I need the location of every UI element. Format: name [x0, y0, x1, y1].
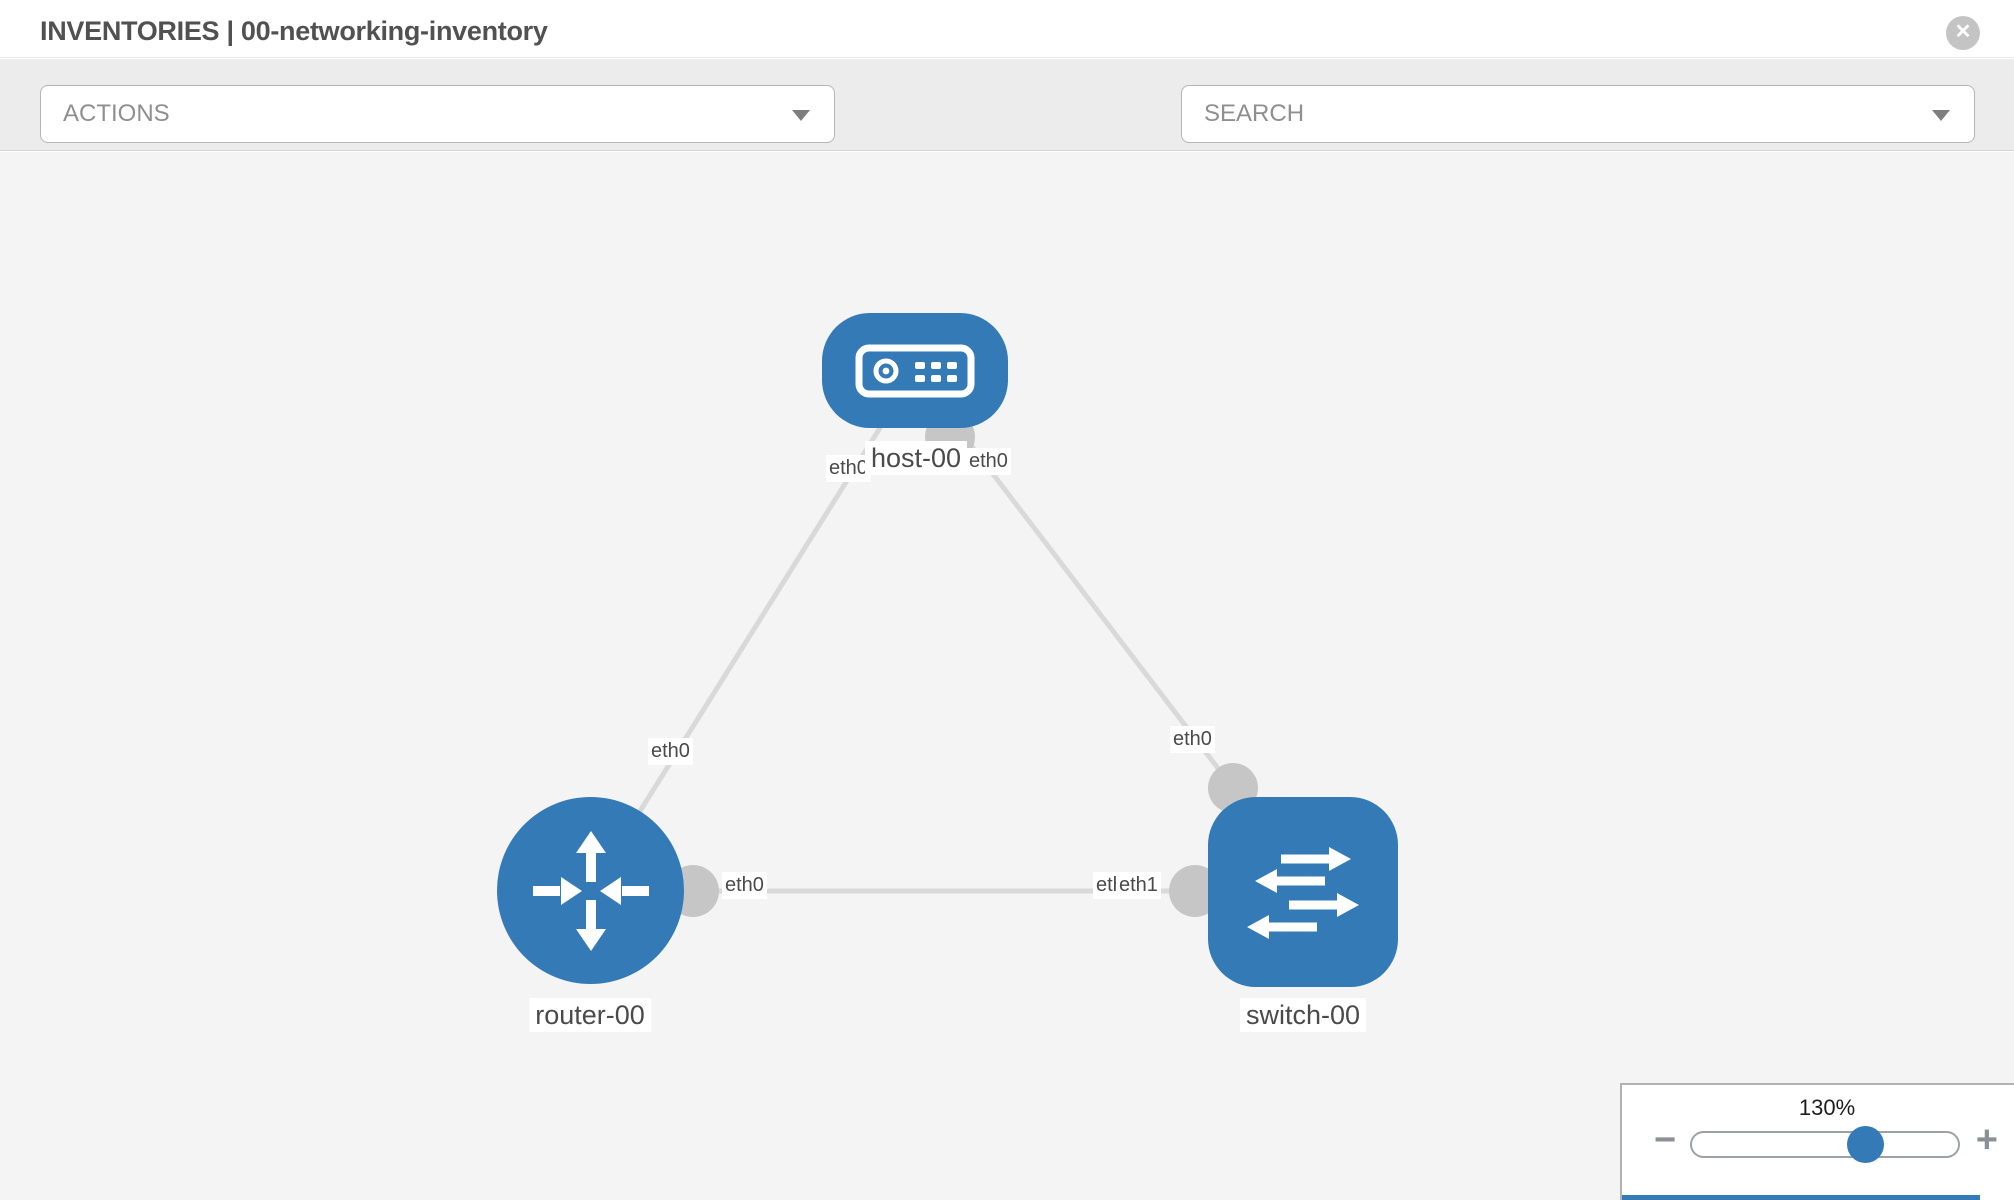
- router-icon: [532, 830, 649, 951]
- toolbar: ACTIONS: [0, 59, 2014, 191]
- interface-label-router-eth0-uplink: eth0: [648, 738, 693, 765]
- chevron-down-icon: [792, 110, 810, 121]
- zoom-slider-thumb[interactable]: [1847, 1126, 1884, 1163]
- node-router-00[interactable]: [497, 797, 684, 984]
- node-label-router-00[interactable]: router-00: [529, 998, 651, 1032]
- zoom-control-panel: 130% − +: [1620, 1083, 2014, 1200]
- page-title-section: INVENTORIES: [40, 16, 220, 46]
- node-host-00[interactable]: [822, 313, 1008, 428]
- host-icon: [855, 344, 975, 397]
- topology-canvas[interactable]: host-00 router-00 switch-00 eth0 eth0 et…: [0, 152, 2014, 1200]
- switch-icon: [1247, 847, 1359, 939]
- page-title-separator: |: [226, 16, 234, 46]
- interface-label-switch-eth0: eth0: [1170, 726, 1215, 753]
- node-switch-00[interactable]: [1208, 797, 1398, 987]
- zoom-level-value: 130%: [1798, 1095, 1856, 1120]
- zoom-out-button[interactable]: −: [1654, 1119, 1677, 1161]
- interface-label-switch-eth1: eth1: [1116, 872, 1161, 899]
- actions-dropdown-label: ACTIONS: [63, 100, 170, 127]
- page-title: INVENTORIES | 00-networking-inventory: [40, 16, 548, 47]
- zoom-panel-accent-bar: [1622, 1195, 1980, 1200]
- zoom-slider-track[interactable]: [1690, 1131, 1960, 1158]
- search-dropdown[interactable]: [1181, 85, 1975, 143]
- interface-label-host-eth0-left: eth0: [826, 455, 871, 482]
- page-title-inventory-name: 00-networking-inventory: [240, 16, 548, 46]
- header-bar: INVENTORIES | 00-networking-inventory ✕: [0, 0, 2014, 58]
- topology-links-layer: [587, 370, 1300, 917]
- chevron-down-icon: [1932, 110, 1950, 121]
- actions-dropdown[interactable]: ACTIONS: [40, 85, 835, 143]
- close-icon[interactable]: ✕: [1946, 16, 1980, 50]
- node-label-host-00[interactable]: host-00: [864, 441, 968, 475]
- search-input[interactable]: [1182, 86, 1974, 142]
- zoom-in-button[interactable]: +: [1975, 1119, 1998, 1161]
- node-label-switch-00[interactable]: switch-00: [1239, 998, 1367, 1032]
- interface-label-router-eth0: eth0: [722, 872, 767, 899]
- interface-label-host-eth0-right: eth0: [966, 448, 1011, 475]
